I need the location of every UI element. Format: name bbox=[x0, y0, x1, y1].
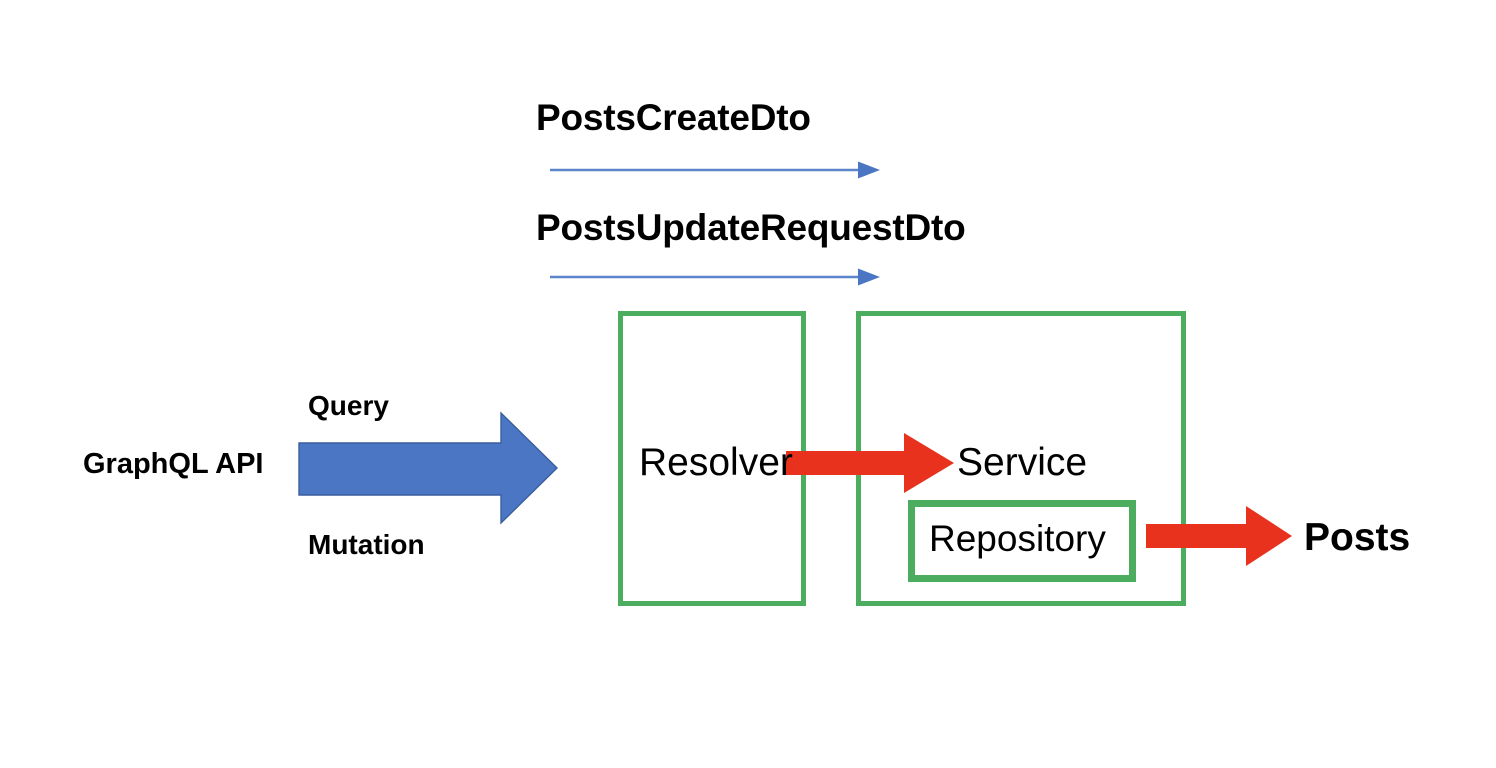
posts-update-request-dto-arrow-icon bbox=[550, 268, 880, 286]
repository-box bbox=[908, 500, 1136, 582]
mutation-label: Mutation bbox=[308, 529, 425, 560]
resolver-label: Resolver bbox=[639, 441, 793, 484]
repository-label: Repository bbox=[929, 518, 1106, 559]
dto-update-label: PostsUpdateRequestDto bbox=[536, 207, 966, 248]
query-label: Query bbox=[308, 390, 389, 421]
dto-create-label: PostsCreateDto bbox=[536, 97, 811, 138]
posts-create-dto-arrow-icon bbox=[550, 161, 880, 179]
repository-to-posts-arrow-icon bbox=[1146, 506, 1292, 566]
graphql-api-label: GraphQL API bbox=[83, 448, 264, 480]
resolver-to-service-arrow-icon bbox=[786, 433, 954, 493]
service-label: Service bbox=[957, 441, 1088, 484]
posts-datastore-label: Posts bbox=[1304, 516, 1411, 559]
graphql-request-block-arrow-icon bbox=[298, 411, 558, 525]
